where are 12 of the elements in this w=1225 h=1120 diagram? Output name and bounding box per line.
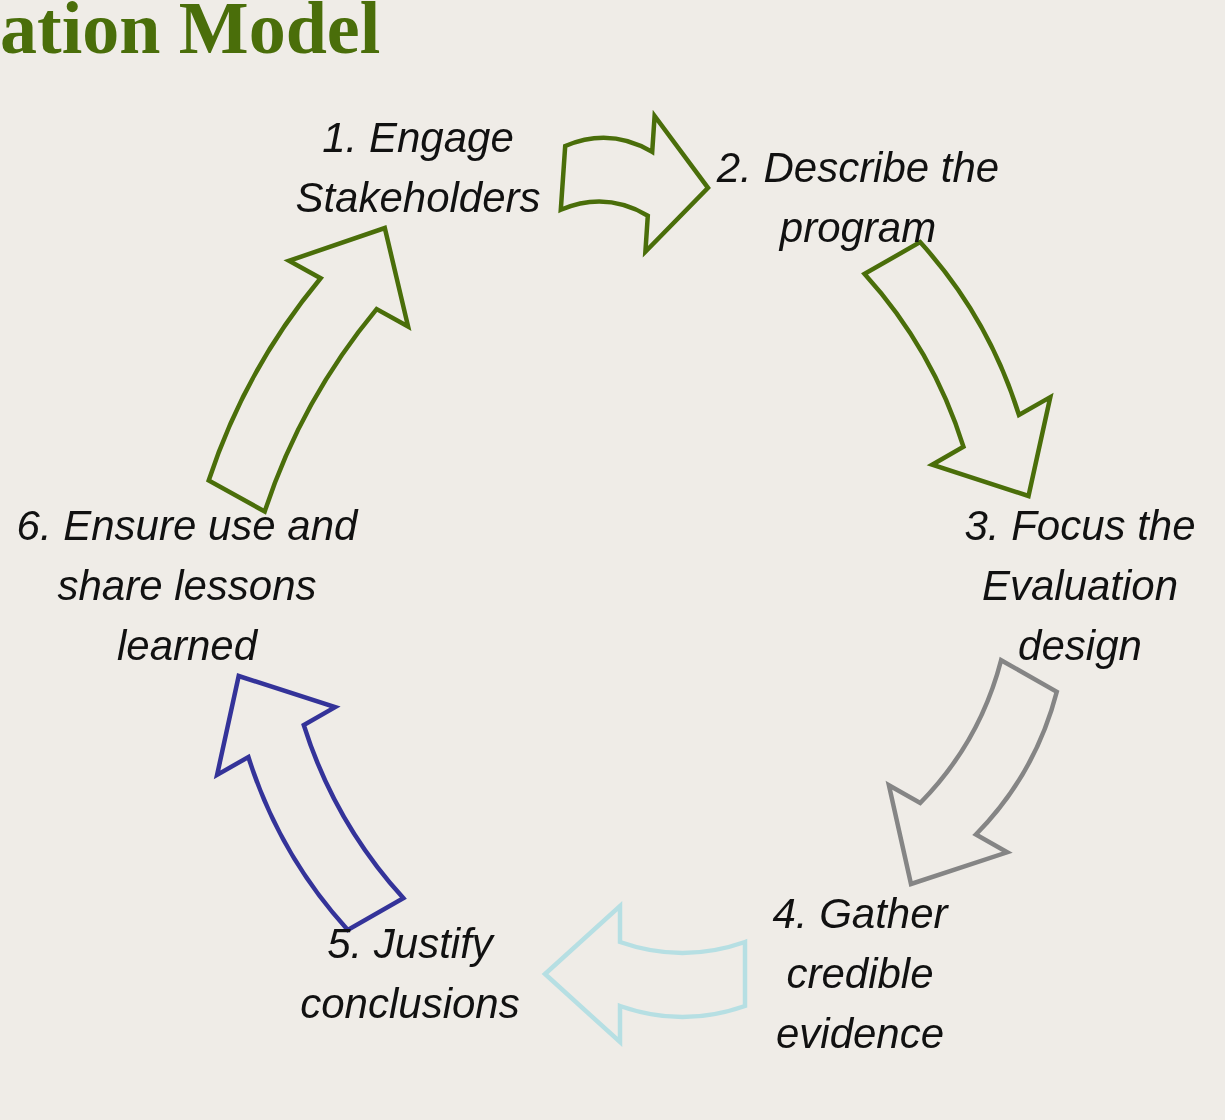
block-arrow <box>862 239 1053 499</box>
title: ation Model <box>0 0 381 71</box>
step-label: 1. Engage Stakeholders <box>273 108 563 228</box>
block-arrow <box>214 673 406 933</box>
block-arrow <box>206 225 411 514</box>
block-arrow <box>886 657 1060 887</box>
step-label: 3. Focus the Evaluation design <box>945 496 1215 676</box>
step-label: 6. Ensure use and share lessons learned <box>7 496 367 676</box>
block-arrow <box>542 903 748 1045</box>
step-label: 2. Describe the program <box>708 138 1008 258</box>
step-label: 5. Justify conclusions <box>275 914 545 1034</box>
step-label: 4. Gather credible evidence <box>745 884 975 1064</box>
